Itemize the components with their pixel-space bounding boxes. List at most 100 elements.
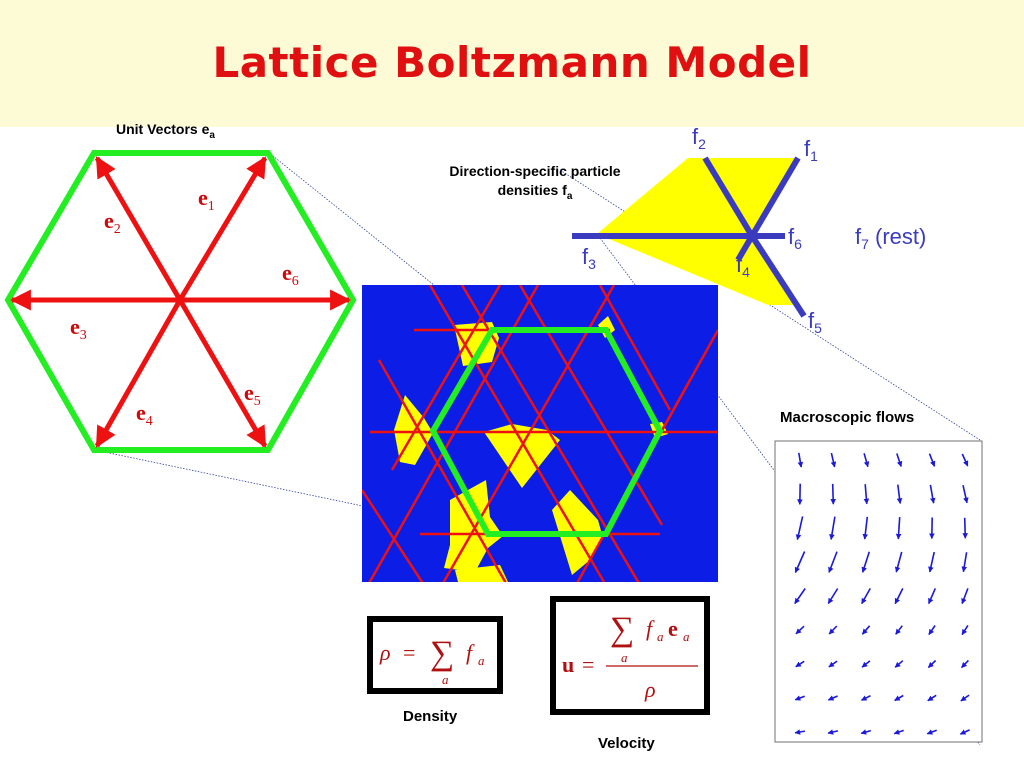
label-f5-sub: 5 (814, 320, 822, 336)
density-sum-index: a (442, 672, 449, 687)
unit-vectors-sub: a (209, 129, 215, 141)
label-f2-sub: 2 (698, 136, 706, 152)
label-f3: f3 (582, 244, 596, 272)
label-f4-sub: 4 (742, 264, 750, 280)
vector-e4 (94, 298, 183, 448)
flow-arrow (894, 660, 904, 668)
flow-arrow (794, 695, 805, 701)
flow-arrow (926, 729, 937, 735)
density-f-sub: a (478, 653, 485, 668)
flow-arrow (797, 452, 804, 468)
velocity-box-border (550, 596, 710, 715)
flow-arrow (959, 729, 970, 735)
flow-arrow (827, 695, 838, 701)
flow-arrow (863, 453, 870, 468)
flow-arrow (861, 694, 871, 702)
label-e5: e5 (244, 380, 261, 409)
label-f7-rest-text: (rest) (869, 224, 926, 249)
flow-arrow (928, 625, 936, 635)
velocity-f: f (646, 616, 655, 641)
velocity-e-sub: a (683, 629, 690, 644)
label-e6-sub: 6 (292, 274, 299, 289)
flow-arrow (927, 588, 937, 605)
direction-line-f2 (702, 156, 755, 238)
flow-arrow (830, 452, 837, 468)
flow-arrow (794, 588, 806, 604)
label-f6-sub: 6 (794, 236, 802, 252)
density-fill-polygon (597, 158, 798, 305)
label-e4: e4 (136, 400, 153, 429)
flow-arrow (861, 551, 871, 573)
label-e4-base: e (136, 400, 146, 425)
flow-arrow (962, 517, 968, 539)
label-f3-sub: 3 (588, 256, 596, 272)
flow-arrow (861, 660, 871, 668)
velocity-sum-symbol: ∑ (610, 611, 634, 648)
direction-densities-label: Direction-specific particle densities fa (410, 162, 660, 206)
label-e6-base: e (282, 260, 292, 285)
label-f4-base: f (736, 252, 743, 277)
flow-arrow (828, 551, 838, 573)
flow-arrow (894, 551, 903, 573)
density-lhs: ρ (379, 640, 391, 665)
label-f5: f5 (808, 308, 822, 336)
lattice-simulation-panel (362, 285, 718, 582)
label-f6: f6 (788, 224, 802, 252)
label-f7-rest: f7 (rest) (855, 224, 926, 252)
flow-arrow (828, 660, 838, 668)
flow-arrow (794, 551, 806, 574)
density-sum-symbol: ∑ (430, 635, 454, 672)
flow-arrow (928, 453, 936, 467)
direction-densities-star: f1 f2 f3 f4 f5 f6 f7 (rest) (572, 124, 926, 336)
flow-arrow (861, 588, 871, 605)
flow-arrow (895, 625, 903, 635)
label-e1: e1 (198, 185, 215, 214)
label-f2: f2 (692, 124, 706, 152)
label-e2-base: e (104, 208, 114, 233)
flow-arrow (827, 729, 839, 735)
flow-arrow (795, 516, 804, 541)
flow-arrow (893, 729, 904, 735)
flow-arrows (794, 452, 970, 735)
label-e1-base: e (198, 185, 208, 210)
velocity-equals: = (582, 652, 594, 677)
velocity-label: Velocity (598, 735, 655, 752)
vector-e2 (94, 156, 183, 302)
unit-vector-hexagon: e1 e2 e3 e4 e5 e6 (4, 150, 357, 453)
flow-arrow (928, 551, 935, 573)
vector-e1 (177, 156, 268, 302)
unit-vectors-label: Unit Vectors ea (116, 121, 215, 141)
label-e3: e3 (70, 314, 87, 343)
flow-arrow (828, 625, 838, 635)
direction-label-line2-text: densities f (497, 182, 567, 198)
label-f7-base: f (855, 224, 862, 249)
macroscopic-flows-label: Macroscopic flows (780, 409, 915, 426)
label-e2: e2 (104, 208, 121, 237)
flow-arrow (795, 660, 805, 668)
density-box-border (367, 616, 503, 694)
vector-e5 (177, 298, 268, 448)
label-e3-base: e (70, 314, 80, 339)
label-e1-sub: 1 (208, 199, 215, 214)
velocity-f-sub: a (657, 629, 664, 644)
label-f7-sub: 7 (861, 236, 869, 252)
label-f6-base: f (788, 224, 795, 249)
flow-arrow (794, 729, 806, 735)
flow-arrow (863, 484, 870, 505)
flow-arrow (961, 659, 969, 669)
direction-label-sub: a (566, 190, 573, 202)
label-e5-sub: 5 (254, 394, 261, 409)
flow-panel-border (774, 440, 983, 743)
direction-line-f5 (749, 234, 807, 318)
label-e4-sub: 4 (146, 414, 153, 429)
label-f1-base: f (804, 136, 811, 161)
flow-arrow (895, 517, 902, 540)
velocity-den: ρ (644, 677, 656, 702)
label-e2-sub: 2 (114, 222, 121, 237)
flow-arrow (929, 484, 936, 504)
flow-arrow (860, 729, 872, 735)
label-f4: f4 (736, 252, 750, 280)
flow-arrow (962, 485, 969, 504)
flow-arrow (894, 694, 904, 702)
